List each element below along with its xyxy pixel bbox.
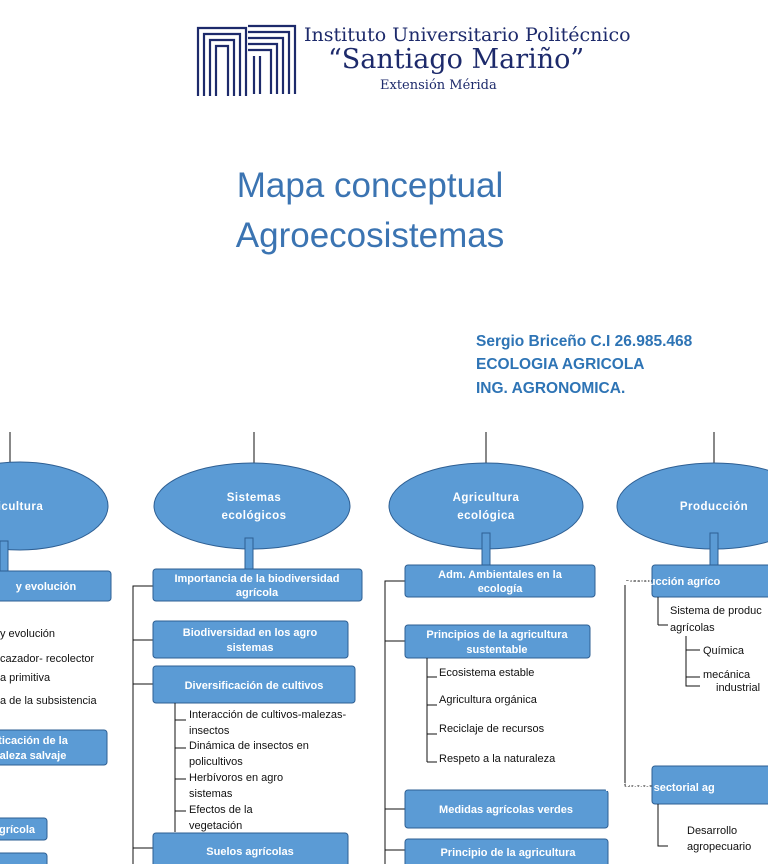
page-title-line-2: Agroecosistemas <box>235 216 505 255</box>
node-origen-evolucion-label: y evolución <box>16 581 77 593</box>
item-insectos: insectos <box>189 725 230 737</box>
ellipse-sistemas-label-2: ecológicos <box>221 510 286 522</box>
institute-logo: Instituto Universitario Politécnico “San… <box>196 24 631 100</box>
node-biodiversidad-label-1: Biodiversidad en los agro <box>183 627 318 639</box>
column-sistemas-ecologicos: Sistemas ecológicos Importancia de la bi… <box>132 432 363 864</box>
ellipse-sistemas-label-1: Sistemas <box>227 492 282 504</box>
ellipse-produccion-label: Producción <box>680 501 748 513</box>
node-domesticacion <box>0 729 108 766</box>
logo-emblem-icon <box>196 24 297 98</box>
node-diversificacion-label: Diversificación de cultivos <box>185 680 324 692</box>
item-subsistencia: a de la subsistencia <box>0 695 97 707</box>
node-medidas-verdes <box>404 789 609 829</box>
item-vegetacion: vegetación <box>189 820 242 832</box>
ellipse-agricultura-ecologica <box>388 462 584 550</box>
node-importancia-biodiversidad <box>152 568 363 602</box>
node-politicas-label: Políticas sectorial ag <box>605 782 714 794</box>
item-interaccion-cultivos: Interacción de cultivos-malezas- <box>189 709 346 721</box>
node-col1-bottom <box>0 852 48 864</box>
node-adm-ambientales <box>404 564 596 598</box>
item-agricultura-primitiva: a primitiva <box>0 672 51 684</box>
node-domesticacion-label-1: ticación de la <box>0 735 69 747</box>
node-principios-sustentable <box>404 624 591 659</box>
node-agricola-label: grícola <box>0 824 36 836</box>
item-cazador-recolector: cazador- recolector <box>0 653 94 665</box>
node-principios-label-2: sustentable <box>466 644 527 656</box>
node-medidas-verdes-label: Medidas agrícolas verdes <box>439 804 573 816</box>
item-desarrollo: Desarrollo <box>687 825 737 837</box>
author-name: Sergio Briceño C.I 26.985.468 <box>476 333 693 350</box>
node-domesticacion-label-2: aleza salvaje <box>0 750 66 762</box>
item-quimica: Química <box>703 645 745 657</box>
column-agricultura-ecologica: Agricultura ecológica Adm. Ambientales e… <box>384 432 609 864</box>
item-agricolas: agrícolas <box>670 622 715 634</box>
ellipse-produccion <box>616 462 768 550</box>
career-name: ING. AGRONOMICA. <box>476 380 626 397</box>
item-reciclaje: Reciclaje de recursos <box>439 723 545 735</box>
column-produccion: Producción Producción agríco Sistema de … <box>605 432 768 853</box>
node-politicas-sectoriales <box>651 765 768 805</box>
item-ecosistema-estable: Ecosistema estable <box>439 667 534 679</box>
node-agricola <box>0 817 48 841</box>
page-title-line-1: Mapa conceptual <box>236 166 504 205</box>
node-suelos-agricolas <box>152 832 349 864</box>
item-respeto-naturaleza: Respeto a la naturaleza <box>439 753 556 765</box>
ellipse-agricultura-ecologica-label-2: ecológica <box>457 510 515 522</box>
node-importancia-label-2: agrícola <box>236 587 279 599</box>
logo-line-name: “Santiago Mariño” <box>328 44 585 75</box>
node-biodiversidad-agrosistemas <box>152 620 349 659</box>
ellipse-sistemas-ecologicos <box>153 462 351 550</box>
ellipse-agricultura <box>0 461 109 551</box>
item-sistema-produccion: Sistema de produc <box>670 605 762 617</box>
item-herbivoros: Herbívoros en agro <box>189 772 283 784</box>
node-produccion-agricola <box>651 564 768 598</box>
node-principios-label-1: Principios de la agricultura <box>426 629 568 641</box>
node-importancia-label-1: Importancia de la biodiversidad <box>174 573 339 585</box>
node-adm-ambientales-label-1: Adm. Ambientales en la <box>438 569 563 581</box>
node-produccion-agricola-label: Producción agríco <box>624 576 721 588</box>
column-agricultura: ricultura y evolución y evolución cazado… <box>0 432 112 864</box>
item-efectos: Efectos de la <box>189 804 253 816</box>
node-adm-ambientales-label-2: ecología <box>478 583 524 595</box>
node-principio-agricultura <box>404 838 609 864</box>
item-sistemas: sistemas <box>189 788 233 800</box>
node-biodiversidad-label-2: sistemas <box>226 642 273 654</box>
item-agropecuario: agropecuario <box>687 841 751 853</box>
ellipse-agricultura-label: ricultura <box>0 501 43 513</box>
item-evolucion: y evolución <box>0 628 55 640</box>
node-principio-agricultura-label: Principio de la agricultura <box>440 847 576 859</box>
logo-line-extension: Extensión Mérida <box>380 78 497 93</box>
logo-line-institute: Instituto Universitario Politécnico <box>304 24 631 46</box>
item-industrial: industrial <box>716 682 760 694</box>
ellipse-agricultura-ecologica-label-1: Agricultura <box>453 492 520 504</box>
item-mecanica: mecánica <box>703 669 751 681</box>
item-dinamica-insectos: Dinámica de insectos en <box>189 740 309 752</box>
item-policultivos: policultivos <box>189 756 243 768</box>
node-diversificacion-cultivos <box>152 665 356 704</box>
course-name: ECOLOGIA AGRICOLA <box>476 356 645 373</box>
node-origen-evolucion <box>0 570 112 602</box>
node-suelos-label: Suelos agrícolas <box>206 846 293 858</box>
item-agricultura-organica: Agricultura orgánica <box>439 694 538 706</box>
